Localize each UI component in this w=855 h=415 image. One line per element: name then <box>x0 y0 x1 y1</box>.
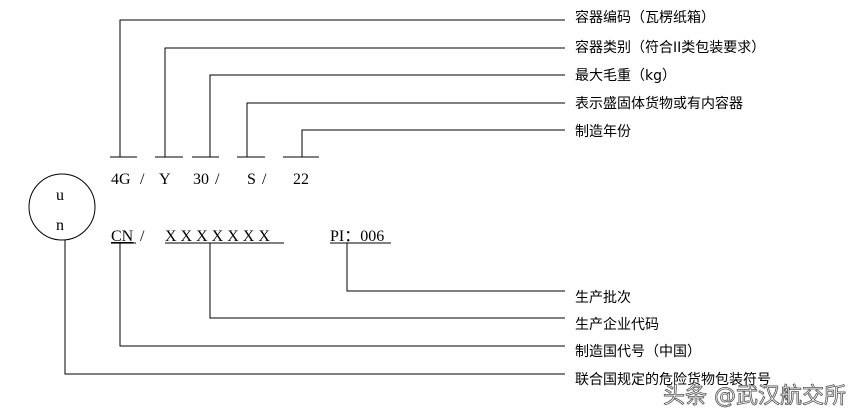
label-container-category: 容器类别（符合II类包装要求） <box>575 39 765 56</box>
label-max-weight: 最大毛重（kg） <box>575 68 676 84</box>
un-letter-n: n <box>56 217 64 234</box>
code-country: CN <box>111 228 134 245</box>
slash: / <box>140 171 145 188</box>
code-container: 4G <box>111 171 131 188</box>
label-un-symbol: 联合国规定的危险货物包装符号 <box>575 371 771 388</box>
label-container-code: 容器编码（瓦楞纸箱） <box>575 9 715 26</box>
un-letter-u: u <box>56 187 64 204</box>
label-solid-goods: 表示盛固体货物或有内容器 <box>575 95 743 112</box>
code-weight: 30 <box>193 171 209 188</box>
leader-lines-bottom <box>64 240 565 375</box>
code-category: Y <box>159 171 171 188</box>
label-batch: 生产批次 <box>575 290 631 306</box>
slash: / <box>140 228 145 245</box>
label-country: 制造国代号（中国） <box>575 344 701 360</box>
label-year: 制造年份 <box>575 124 631 140</box>
label-manufacturer: 生产企业代码 <box>575 316 659 333</box>
slash: / <box>262 171 267 188</box>
watermark: 头条 @武汉航交所 <box>663 384 846 409</box>
slash: / <box>215 171 220 188</box>
code-year: 22 <box>293 171 309 188</box>
code-batch: PI：006 <box>330 228 384 245</box>
code-solid: S <box>247 171 256 188</box>
code-manufacturer: X X X X X X X <box>165 228 270 245</box>
leader-lines-top <box>110 19 565 158</box>
un-circle <box>28 173 96 241</box>
